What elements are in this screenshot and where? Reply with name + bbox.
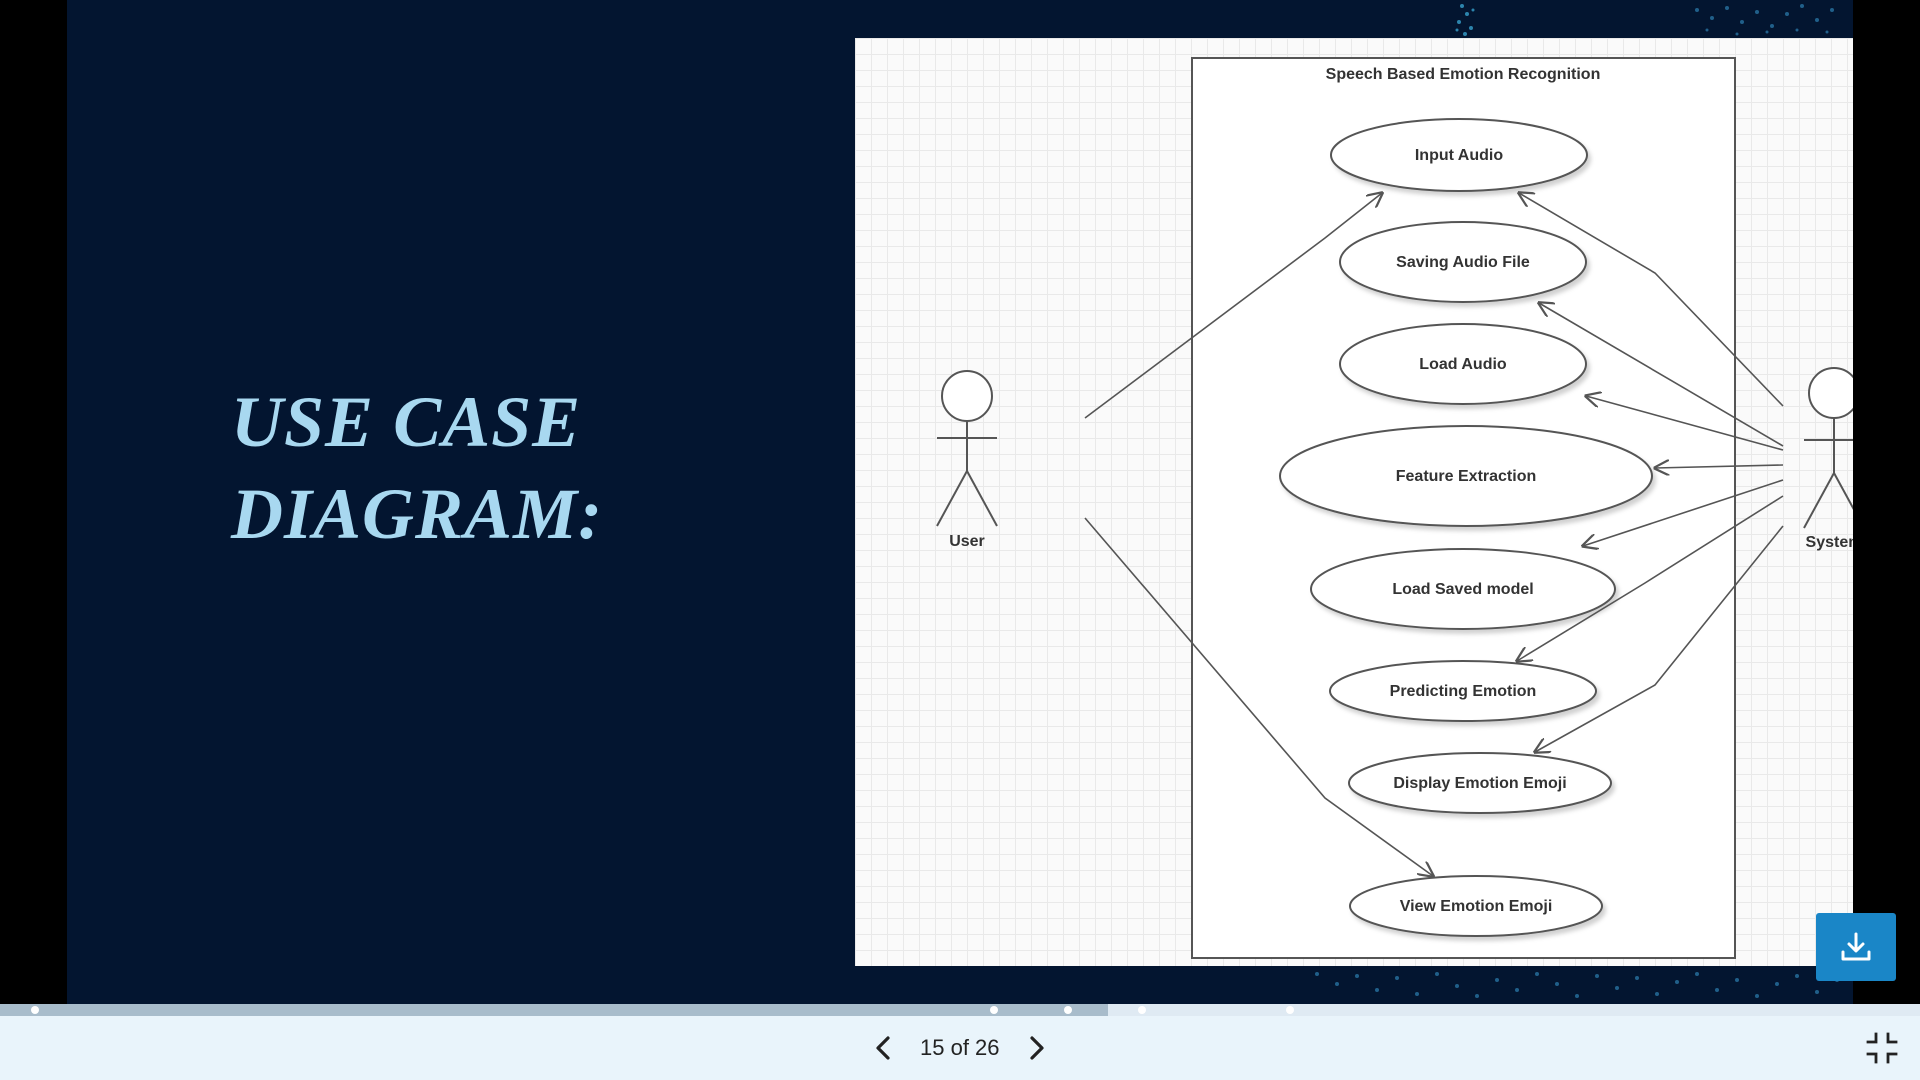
presentation-stage: USE CASE DIAGRAM: Speech Based Emotion R… <box>67 0 1896 1004</box>
exit-fullscreen-icon <box>1866 1032 1898 1064</box>
association-system-input-audio <box>1519 193 1784 407</box>
use-case-label: Load Audio <box>1419 356 1507 373</box>
use-case-feature-extraction <box>1279 425 1653 527</box>
slide-progress-bar[interactable] <box>0 1004 1920 1016</box>
progress-tick <box>1064 1006 1072 1014</box>
download-button[interactable] <box>1816 913 1896 981</box>
page-navigation: 15 of 26 <box>868 1016 1052 1080</box>
progress-tick <box>990 1006 998 1014</box>
chevron-left-icon <box>876 1036 890 1060</box>
use-case-label: View Emotion Emoji <box>1400 898 1553 915</box>
actor-system-label: System <box>1806 534 1853 551</box>
use-case-label: Saving Audio File <box>1396 254 1530 271</box>
use-case-label: Input Audio <box>1415 147 1503 164</box>
use-case-input-audio <box>1330 118 1588 192</box>
association-user-view-emotion-emoji <box>1084 517 1433 876</box>
use-case-predicting-emotion <box>1329 660 1597 722</box>
slide-title: USE CASE DIAGRAM: <box>231 382 604 554</box>
association-user-input-audio <box>1084 193 1382 419</box>
diagram-canvas: Speech Based Emotion Recognition Input A… <box>936 57 1853 959</box>
association-system-saving-audio-file <box>1539 303 1784 447</box>
decorative-dots-top <box>1455 4 1834 36</box>
viewer-toolbar: 15 of 26 <box>0 1016 1920 1080</box>
decorative-dots-bottom <box>1315 972 1839 998</box>
actor-user-label: User <box>949 533 985 550</box>
use-case-view-emotion-emoji <box>1349 875 1603 937</box>
association-system-display-emotion-emoji <box>1535 525 1784 752</box>
next-slide-button[interactable] <box>1022 1028 1052 1068</box>
use-case-label: Feature Extraction <box>1396 468 1536 485</box>
association-system-load-audio <box>1586 396 1784 451</box>
actor-user <box>936 370 998 527</box>
use-case-diagram: Speech Based Emotion Recognition Input A… <box>855 38 1853 966</box>
exit-fullscreen-button[interactable] <box>1864 1030 1900 1066</box>
progress-tick <box>1138 1006 1146 1014</box>
page-indicator: 15 of 26 <box>920 1035 1000 1060</box>
slide-progress-fill <box>0 1004 1108 1016</box>
use-case-label: Display Emotion Emoji <box>1393 775 1566 792</box>
download-icon <box>1841 932 1871 961</box>
use-case-load-audio <box>1339 323 1587 405</box>
actor-system <box>1803 367 1853 529</box>
use-case-label: Predicting Emotion <box>1390 683 1537 700</box>
association-system-feature-extraction <box>1655 465 1784 468</box>
association-system-load-saved-model <box>1583 479 1784 546</box>
previous-slide-button[interactable] <box>868 1028 898 1068</box>
association-system-predicting-emotion <box>1517 495 1784 661</box>
progress-tick <box>1286 1006 1294 1014</box>
chevron-right-icon <box>1029 1036 1044 1060</box>
system-title: Speech Based Emotion Recognition <box>1326 66 1601 83</box>
progress-tick <box>31 1006 39 1014</box>
use-case-load-saved-model <box>1310 548 1616 630</box>
use-case-saving-audio-file <box>1339 221 1587 303</box>
slide: USE CASE DIAGRAM: Speech Based Emotion R… <box>67 0 1853 1004</box>
use-case-label: Load Saved model <box>1392 581 1533 598</box>
use-case-display-emotion-emoji <box>1348 752 1612 814</box>
